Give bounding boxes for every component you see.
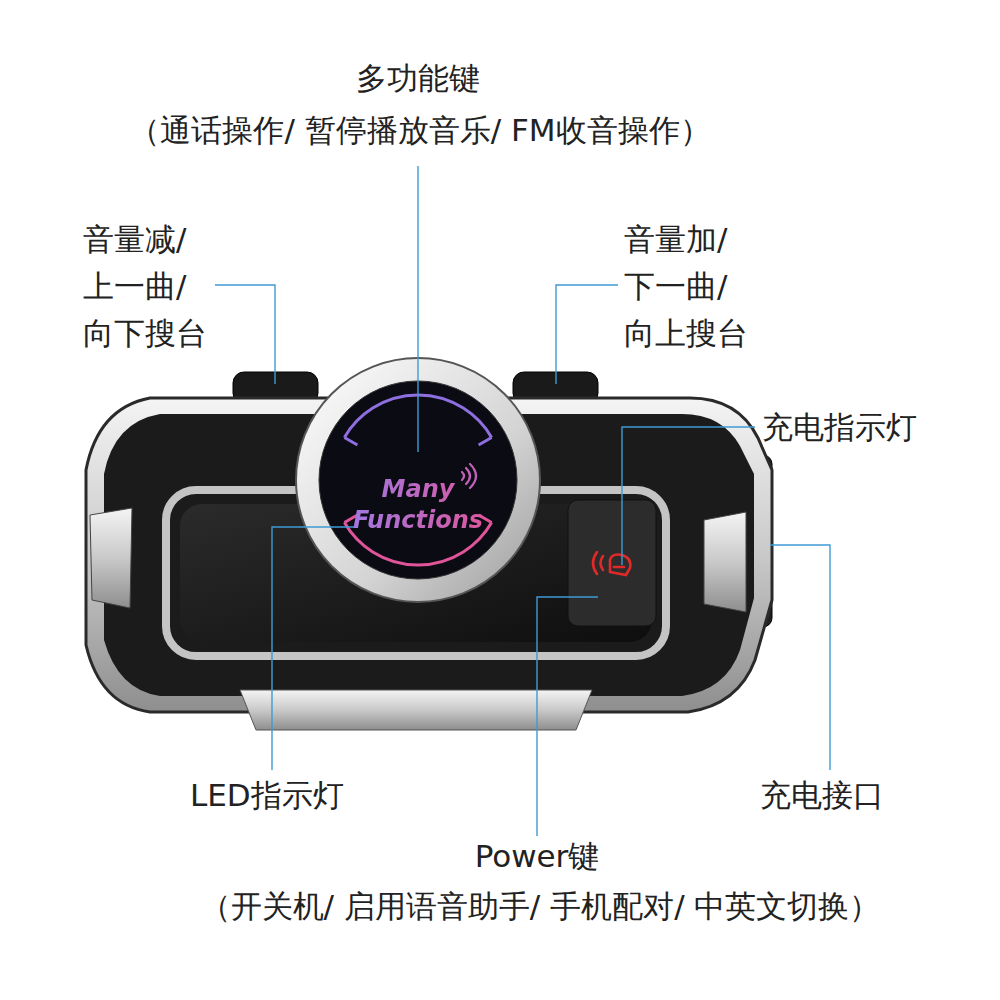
side-tab bbox=[704, 512, 746, 612]
device-logo: Many Functions bbox=[343, 474, 493, 536]
button-functions: 音量减/ 上一曲/ 向下搜台 bbox=[83, 216, 223, 357]
part-label: LED指示灯 bbox=[190, 775, 344, 815]
side-tab bbox=[90, 508, 132, 608]
part-label: 充电指示灯 bbox=[762, 407, 917, 447]
button-title: Power键 bbox=[475, 836, 600, 876]
bottom-trim bbox=[240, 690, 592, 730]
button-functions: 音量加/ 下一曲/ 向上搜台 bbox=[624, 216, 764, 357]
button-title: 多功能键 bbox=[356, 58, 480, 98]
button-functions: （通话操作/ 暂停播放音乐/ FM收音操作） bbox=[129, 110, 710, 150]
leader-lines bbox=[215, 166, 830, 836]
button-functions: （开关机/ 启用语音助手/ 手机配对/ 中英文切换） bbox=[200, 886, 881, 926]
part-label: 充电接口 bbox=[760, 775, 884, 815]
power-button bbox=[568, 500, 656, 626]
power-icon bbox=[593, 552, 630, 575]
